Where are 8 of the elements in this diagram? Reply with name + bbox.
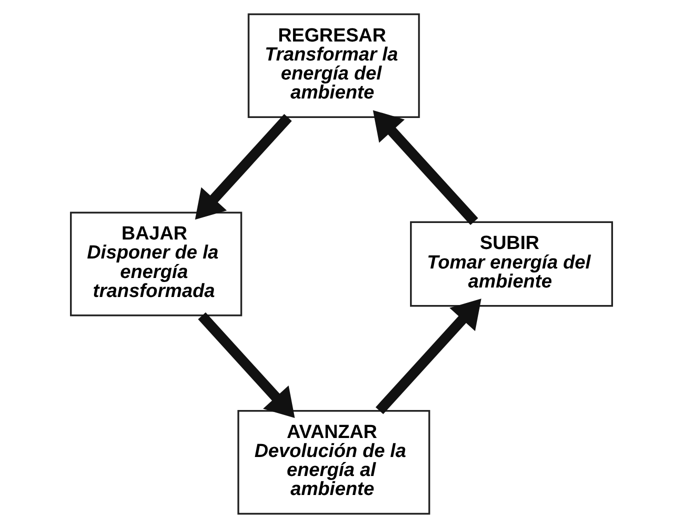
node-box: SUBIR Tomar energía del ambiente [410,221,612,307]
arrow [375,298,481,414]
arrow [194,114,292,220]
arrow [372,110,478,226]
node-box: AVANZAR Devolución de la energía al ambiente [236,410,430,515]
arrow [198,312,294,418]
node-box: REGRESAR Transformar la energía del ambiente [247,13,420,118]
node-box: BAJAR Disponer de la energía transformada [70,212,242,316]
